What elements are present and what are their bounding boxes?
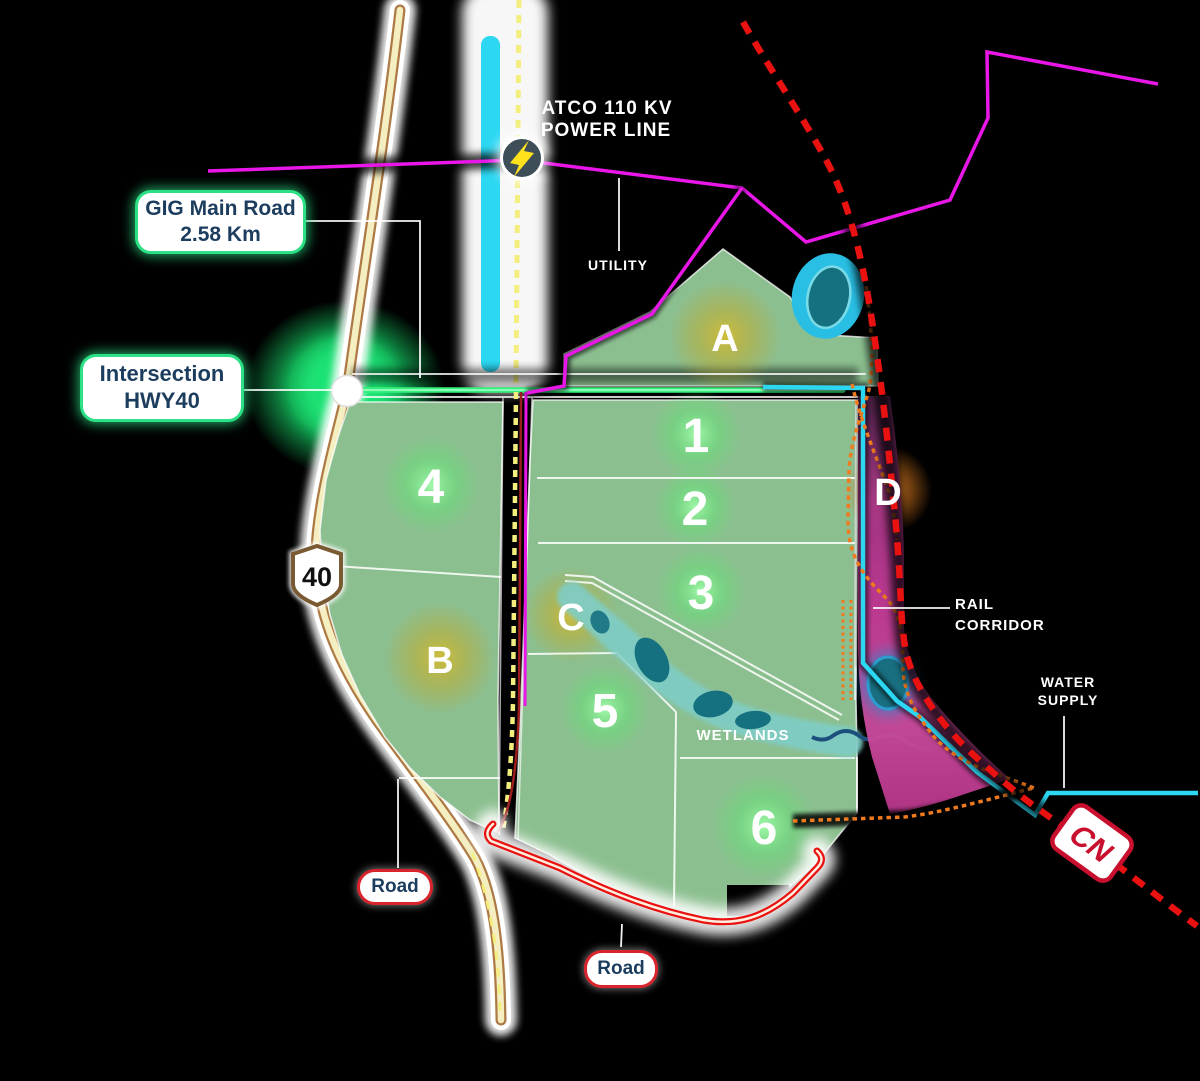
rail-corridor-label-line2: CORRIDOR <box>955 617 1045 634</box>
power-line-label-line2: POWER LINE <box>541 120 671 141</box>
gig-main-road <box>347 373 866 398</box>
gig-leader-line <box>304 220 421 378</box>
wetlands-label: WETLANDS <box>697 727 790 744</box>
north-pond <box>791 253 865 339</box>
lightning-bolt-icon <box>510 140 534 177</box>
road-bottom-callout-text: Road <box>597 958 645 980</box>
parcel-label-c: C <box>557 597 584 639</box>
intersection-marker <box>330 374 364 408</box>
utility-corridor-band <box>462 0 548 392</box>
parcel-label-b: B <box>426 640 453 682</box>
intersection-callout-line2: HWY40 <box>124 388 200 413</box>
power-line-icon <box>497 133 547 183</box>
parcel-label-1: 1 <box>683 410 710 463</box>
cn-rail-logo: CN <box>1050 803 1134 883</box>
wetlands-area <box>557 582 930 757</box>
road-left-callout: Road <box>357 869 433 905</box>
water-supply-label-line1: WATER <box>1041 674 1096 690</box>
parcel-label-2: 2 <box>682 483 709 536</box>
utility-line <box>207 42 1160 398</box>
gig-callout-line1: GIG Main Road <box>145 197 296 221</box>
intersection-callout: Intersection HWY40 <box>80 354 244 422</box>
road-bottom-leader-line <box>620 923 623 948</box>
wetland-ponds <box>590 610 771 730</box>
highway-shield: 40 <box>289 541 345 610</box>
parcel-label-5: 5 <box>592 685 619 738</box>
power-line-label: ATCO 110 KV POWER LINE <box>541 98 672 141</box>
parcel-label-d: D <box>874 472 901 514</box>
rail-corridor-label-line1: RAIL <box>955 596 994 613</box>
utility-label: UTILITY <box>588 257 648 273</box>
parcel-label-a: A <box>711 318 738 360</box>
power-route-dashes <box>513 0 522 391</box>
intersection-callout-line1: Intersection <box>99 361 225 387</box>
highway-center-dashes <box>470 851 502 1017</box>
power-line-label-line1: ATCO 110 KV <box>541 98 672 119</box>
parcel-label-4: 4 <box>418 461 445 514</box>
perimeter-road <box>473 810 836 936</box>
water-stripe <box>481 36 500 372</box>
gig-main-road-callout: GIG Main Road 2.58 Km <box>135 190 306 254</box>
road-bottom-callout: Road <box>584 950 658 988</box>
parcel-label-3: 3 <box>688 567 715 620</box>
parcel-label-6: 6 <box>751 802 778 855</box>
road-shadow <box>352 368 858 383</box>
leader-lines <box>238 178 1065 948</box>
rail-line <box>735 17 1200 933</box>
gig-callout-line2: 2.58 Km <box>180 223 261 246</box>
parcel-boundaries <box>334 399 858 907</box>
parcel-label-glows <box>381 280 932 880</box>
parcel-labels: 1 2 3 4 5 6 A B C D <box>418 318 902 855</box>
road-left-callout-text: Road <box>371 876 419 898</box>
highway-shield-number: 40 <box>302 562 332 592</box>
water-supply-label-line2: SUPPLY <box>1038 692 1099 708</box>
